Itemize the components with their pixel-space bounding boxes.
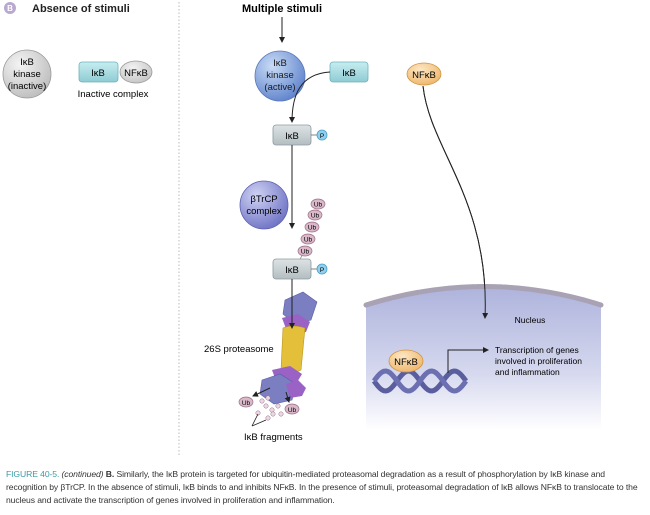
ikb-label: IκB <box>91 68 105 79</box>
ikb-substrate-label: IκB <box>342 68 356 79</box>
fragment-dot <box>255 410 261 416</box>
figure-number: FIGURE 40-5. <box>6 469 60 479</box>
caption-continued: (continued) <box>61 469 104 479</box>
ikb-phosphorylated-label: IκB <box>285 131 299 142</box>
active-kinase-line1: IκB <box>273 58 287 69</box>
ubiquitin-1: Ub <box>310 198 326 210</box>
caption-text: Similarly, the IκB protein is targeted f… <box>6 469 638 505</box>
figure-caption: FIGURE 40-5. (continued) B. Similarly, t… <box>6 468 646 507</box>
btrcp-label-line2: complex <box>246 206 282 217</box>
ikb-kinase-active: IκB kinase (active) <box>254 50 306 102</box>
transcription-line2: involved in proliferation <box>495 356 582 366</box>
panel-label: B <box>7 4 13 13</box>
nfkb-gray-oval <box>119 60 153 84</box>
ubiquitin-label: Ub <box>308 225 317 232</box>
kinase-label-line1: IκB <box>20 57 34 68</box>
panel-label-badge: B <box>4 2 16 14</box>
phosphate-icon-2 <box>316 263 328 275</box>
nucleus <box>363 284 604 430</box>
ubiquitin-3: Ub <box>304 221 320 233</box>
ubiquitin-label: Ub <box>304 237 313 244</box>
caption-panel: B. <box>105 469 115 479</box>
fragment-dot <box>263 403 269 409</box>
ubiquitin-5: Ub <box>297 245 313 257</box>
proteasome-label: 26S proteasome <box>204 344 274 355</box>
translocation-arrow <box>422 85 489 319</box>
nfkb-pathway-diagram: B Absence of stimuli IκB kinase (inactiv… <box>2 2 604 455</box>
transcription-line3: and inflammation <box>495 367 560 377</box>
multiple-stimuli-title: Multiple stimuli <box>242 3 322 15</box>
transcription-arrow <box>447 347 489 373</box>
phosphate-label: P <box>320 133 324 140</box>
fragment-dot <box>265 415 271 421</box>
btrcp-complex: βTrCP complex <box>239 180 289 230</box>
nfkb-free-label: NFκB <box>412 70 436 81</box>
active-kinase-line3: (active) <box>264 82 295 93</box>
fragment-dot <box>265 395 271 401</box>
ikb-fragment-dots <box>255 395 284 421</box>
phosphate-label-2: P <box>320 267 324 274</box>
phosphorylation-arrow <box>289 71 331 123</box>
fragments-pointer-2 <box>251 419 267 427</box>
fragment-dot <box>270 411 276 417</box>
fragments-label: IκB fragments <box>244 432 303 443</box>
absence-title: Absence of stimuli <box>32 3 130 15</box>
ubiquitin-4: Ub <box>300 233 316 245</box>
kinase-label-line2: kinase <box>13 69 40 80</box>
nucleus-label: Nucleus <box>515 315 546 325</box>
ub-release-arrow-2 <box>284 391 291 403</box>
ubiquitin-label: Ub <box>314 202 323 209</box>
released-ubiquitin-1: Ub <box>238 396 254 408</box>
fragment-dot <box>259 398 265 404</box>
ikb-kinase-inactive: IκB kinase (inactive) <box>2 49 52 99</box>
fragment-dot <box>269 407 275 413</box>
inactive-complex-label: Inactive complex <box>78 89 149 100</box>
ikb-ubiquitinated-label: IκB <box>285 265 299 276</box>
nfkb-bound-oval <box>388 349 424 373</box>
nfkb-free-oval <box>406 62 442 86</box>
released-ub-label-1: Ub <box>242 400 251 407</box>
nfkb-bound-label: NFκB <box>394 357 418 368</box>
ubiquitin-label: Ub <box>301 249 310 256</box>
transcription-line1: Transcription of genes <box>495 345 579 355</box>
kinase-label-line3: (inactive) <box>8 81 47 92</box>
ikb-box <box>78 61 119 83</box>
fragment-dot <box>278 411 284 417</box>
active-kinase-line2: kinase <box>266 70 293 81</box>
ub-release-arrow-1 <box>252 387 271 397</box>
fragment-dot <box>275 403 281 409</box>
dna-strand-2 <box>371 368 469 394</box>
phosphate-icon <box>316 129 328 141</box>
ubiquitin-2: Ub <box>307 209 323 221</box>
translocation-arrow-overlay <box>422 85 489 319</box>
released-ub-label-2: Ub <box>288 407 297 414</box>
nfkb-label: NFκB <box>124 68 148 79</box>
inactive-complex: IκB NFκB Inactive complex <box>78 60 153 100</box>
ubiquitin-label: Ub <box>311 213 320 220</box>
fragments-pointer-1 <box>251 413 259 427</box>
dna-helix <box>371 368 469 394</box>
released-ubiquitin-2: Ub <box>284 403 300 415</box>
btrcp-label-line1: βTrCP <box>250 194 277 205</box>
